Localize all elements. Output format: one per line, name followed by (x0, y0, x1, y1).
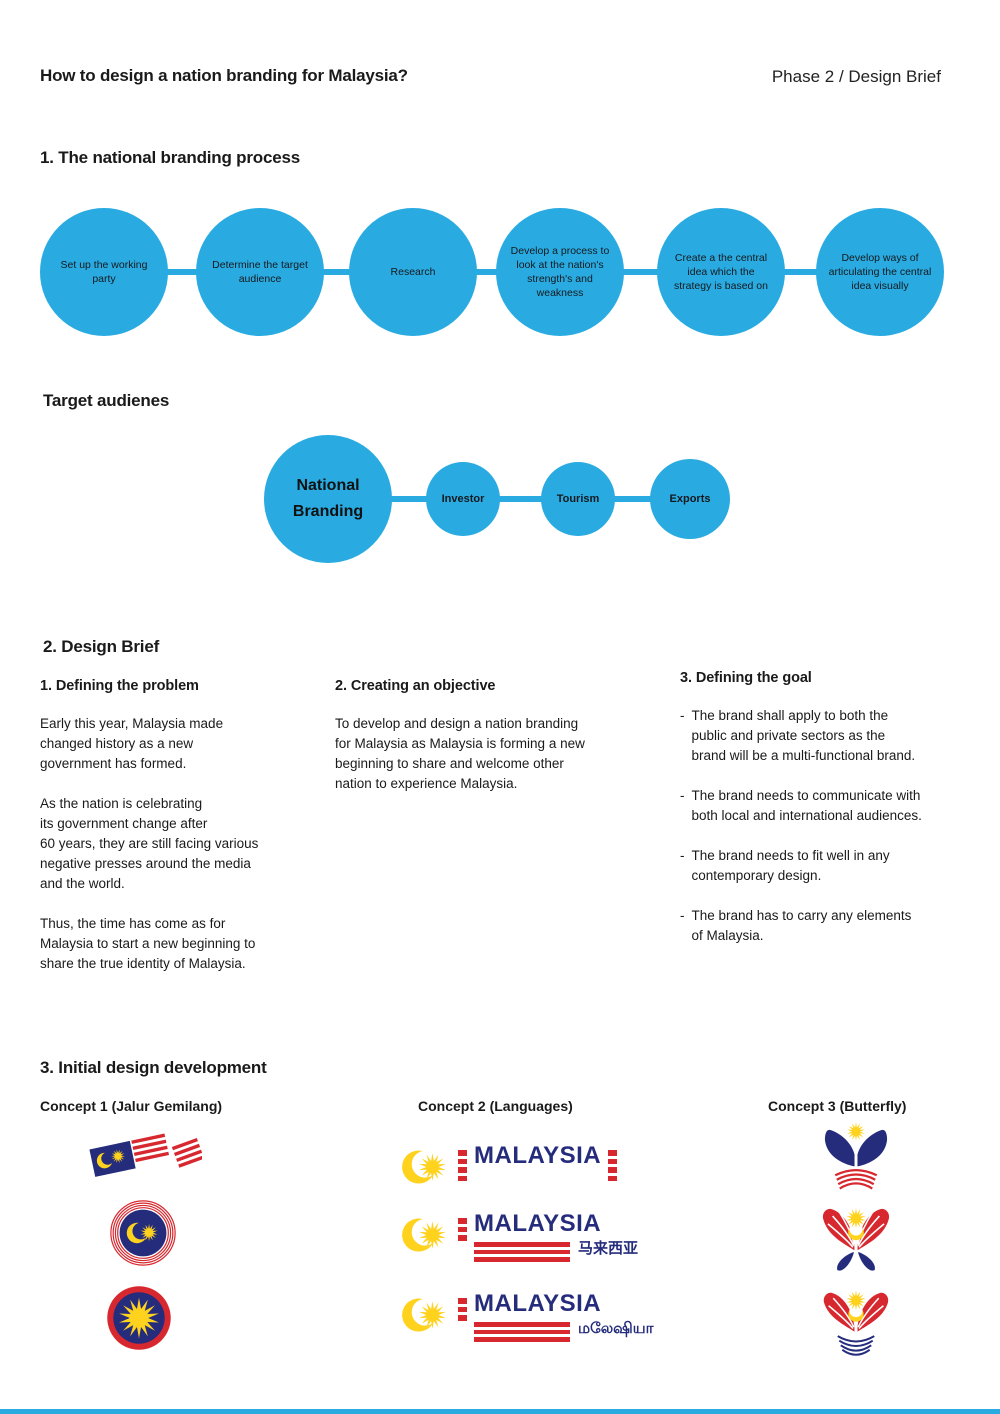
brief-heading: 2. Design Brief (43, 637, 160, 656)
process-step-label: Determine the target audience (212, 258, 308, 285)
bullet-dash: - (680, 788, 685, 803)
phase-label: Phase 2 / Design Brief (771, 67, 941, 86)
brief-paragraph: Early this year, Malaysia made changed h… (40, 716, 224, 771)
sunburst-roundel-icon (107, 1286, 171, 1350)
flag-stripes-icon (474, 1242, 570, 1262)
language-logo-english: MALAYSIA (398, 1142, 618, 1190)
process-step-label: Develop ways of articulating the central… (828, 251, 932, 293)
brief-column-goal: 3. Defining the goal -The brand shall ap… (680, 668, 980, 966)
process-step-2: Determine the target audience (196, 208, 324, 336)
malaysia-wordmark: MALAYSIA (474, 1210, 602, 1237)
goal-bullet: -The brand shall apply to both the publi… (680, 706, 980, 766)
flag-stripes-icon (474, 1322, 570, 1342)
process-step-label: Create a the central idea which the stra… (674, 251, 768, 293)
language-logo-chinese: MALAYSIA 马来西亚 (398, 1212, 638, 1262)
process-connector-line (104, 269, 880, 275)
process-step-6: Develop ways of articulating the central… (816, 208, 944, 336)
concept1-label: Concept 1 (Jalur Gemilang) (40, 1098, 223, 1114)
stripe-dashes-icon (608, 1150, 618, 1181)
audience-node-label: Exports (669, 493, 711, 505)
stripe-dashes-icon (458, 1150, 467, 1181)
stripe-dashes-icon (458, 1298, 467, 1321)
audience-node-label: Tourism (556, 493, 600, 505)
crescent-star-roundel-icon (110, 1200, 176, 1266)
process-step-label: Research (390, 265, 436, 278)
malaysia-wordmark: MALAYSIA (474, 1290, 602, 1317)
process-step-4: Develop a process to look at the nation'… (496, 208, 624, 336)
stripe-dashes-icon (458, 1218, 467, 1241)
butterfly-red-bow-icon (823, 1290, 889, 1356)
brief-column-problem: 1. Defining the problem Early this year,… (40, 676, 320, 994)
process-step-label: Develop a process to look at the nation'… (510, 244, 610, 300)
concept2-label: Concept 2 (Languages) (418, 1098, 573, 1114)
butterfly-navy-icon (824, 1122, 888, 1190)
audience-node-investor: Investor (426, 462, 500, 536)
bullet-dash: - (680, 908, 685, 923)
jalur-gemilang-wave-flag-icon (89, 1133, 202, 1177)
brief-paragraph: Thus, the time has come as for Malaysia … (40, 916, 256, 971)
process-step-5: Create a the central idea which the stra… (657, 208, 785, 336)
audience-node-exports: Exports (650, 459, 730, 539)
audience-heading: Target audienes (43, 391, 170, 410)
brief-column-heading: 1. Defining the problem (40, 678, 199, 694)
butterfly-red-wings-icon (822, 1208, 890, 1271)
brief-paragraph: To develop and design a nation branding … (335, 716, 585, 791)
footer-accent-bar (0, 1409, 1000, 1414)
bullet-dash: - (680, 708, 685, 723)
brief-column-heading: 3. Defining the goal (680, 670, 812, 686)
malaysia-wordmark: MALAYSIA (474, 1142, 602, 1169)
audience-connector-line (328, 496, 690, 502)
audience-node-label: Investor (441, 493, 485, 505)
brief-column-objective: 2. Creating an objective To develop and … (335, 676, 645, 814)
malaysia-chinese-text: 马来西亚 (578, 1240, 639, 1257)
audience-hub-label: National Branding (292, 477, 364, 520)
crescent-sun-icon (402, 1298, 446, 1332)
crescent-sun-icon (402, 1218, 446, 1252)
page-title: How to design a nation branding for Mala… (40, 66, 408, 85)
brief-paragraph: As the nation is celebrating its governm… (40, 796, 259, 891)
process-step-3: Research (349, 208, 477, 336)
process-step-1: Set up the working party (40, 208, 168, 336)
audience-hub: National Branding (264, 435, 392, 563)
audience-node-tourism: Tourism (541, 462, 615, 536)
bullet-dash: - (680, 848, 685, 863)
malaysia-tamil-text: மலேஷியா (578, 1320, 654, 1337)
process-step-label: Set up the working party (60, 258, 148, 285)
brief-column-heading: 2. Creating an objective (335, 678, 496, 694)
goal-bullet: -The brand has to carry any elements of … (680, 906, 980, 946)
concept3-label: Concept 3 (Butterfly) (768, 1098, 907, 1114)
process-heading: 1. The national branding process (40, 148, 300, 167)
development-heading: 3. Initial design development (40, 1058, 267, 1077)
goal-bullet: -The brand needs to communicate with bot… (680, 786, 980, 826)
goal-bullet: -The brand needs to fit well in any cont… (680, 846, 980, 886)
crescent-sun-icon (402, 1150, 446, 1184)
language-logo-tamil: MALAYSIA மலேஷியா (398, 1292, 653, 1342)
